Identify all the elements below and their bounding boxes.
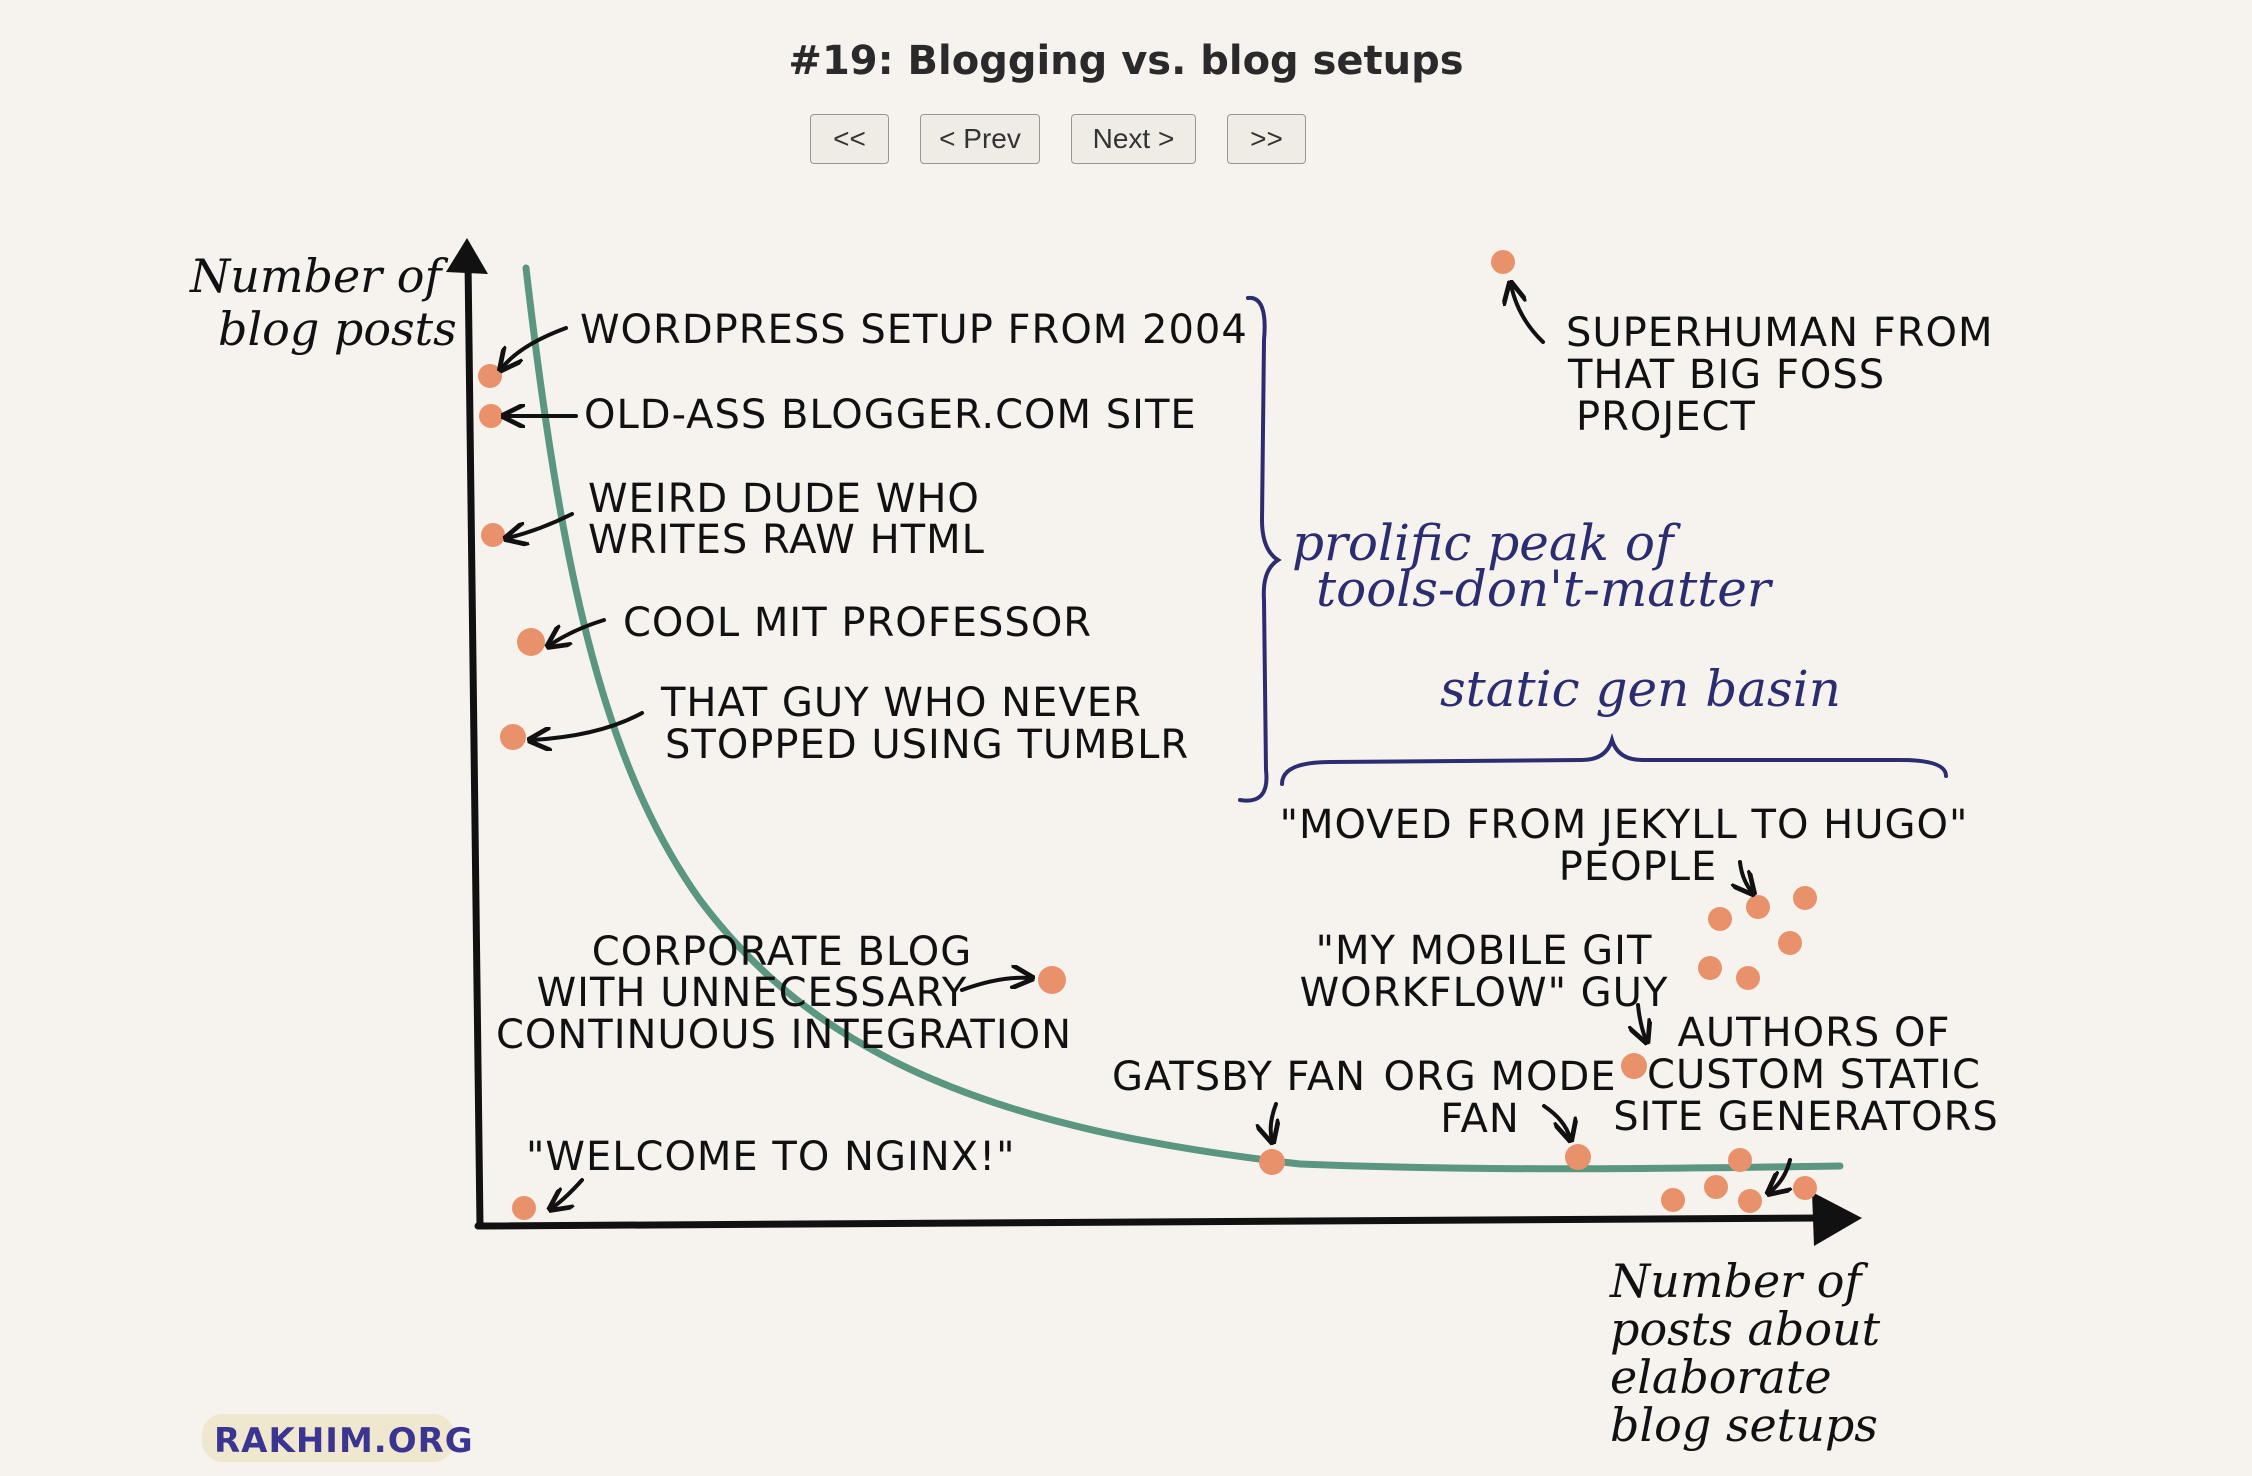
dot-authors [1728,1148,1752,1172]
label-authors: CUSTOM STATIC [1647,1052,1981,1098]
label-mit: COOL MIT PROFESSOR [623,600,1092,646]
x-axis-label: Number of posts about elaborate blog set… [1609,1254,1881,1452]
dot-weird-dude [481,523,505,547]
dot-tumblr [500,724,526,750]
y-axis-label-line: blog posts [218,302,457,356]
next-comic-button[interactable]: Next > [1071,114,1196,164]
annotation-prolific-line: tools-don't-matter [1316,560,1774,618]
label-superhuman: THAT BIG FOSS [1567,352,1885,398]
page-title: #19: Blogging vs. blog setups [788,38,1464,84]
dot-blogger [479,404,503,428]
label-blogger: OLD-ASS BLOGGER.COM SITE [584,392,1197,438]
x-axis-label-line: Number of [1609,1254,1868,1308]
dot-jekyll-hugo [1793,886,1817,910]
label-jekyll-hugo: PEOPLE [1559,844,1718,890]
data-dots [478,250,1817,1220]
label-corporate: CORPORATE BLOG [592,929,972,975]
dot-mit [517,628,545,656]
first-comic-button[interactable]: << [810,114,889,164]
dot-authors [1661,1188,1685,1212]
label-wordpress: WORDPRESS SETUP FROM 2004 [580,307,1248,353]
label-org-mode: FAN [1440,1096,1520,1142]
dot-wordpress [478,364,502,388]
dot-authors [1738,1189,1762,1213]
prev-comic-button[interactable]: < Prev [920,114,1040,164]
pointer-arrows [502,285,1790,1208]
dot-authors [1793,1176,1817,1200]
label-gatsby: GATSBY FAN [1112,1054,1366,1100]
label-mobile-git: "MY MOBILE GIT [1316,928,1653,974]
dot-gatsby [1259,1149,1285,1175]
dot-jekyll-hugo [1708,907,1732,931]
x-axis-label-line: blog setups [1610,1398,1878,1452]
label-jekyll-hugo: "MOVED FROM JEKYLL TO HUGO" [1280,802,1969,848]
annotation-braces: prolific peak of tools-don't-matter stat… [1238,295,1948,803]
dot-org-mode [1565,1144,1591,1170]
label-tumblr: THAT GUY WHO NEVER [660,680,1142,726]
dot-jekyll-hugo [1698,956,1722,980]
label-mobile-git: WORKFLOW" GUY [1300,970,1669,1016]
label-corporate: CONTINUOUS INTEGRATION [496,1012,1072,1058]
label-weird-dude: WEIRD DUDE WHO [588,476,980,522]
label-org-mode: ORG MODE [1383,1054,1616,1100]
label-superhuman: PROJECT [1576,394,1756,440]
dot-jekyll-hugo [1746,895,1770,919]
label-corporate: WITH UNNECESSARY [537,970,968,1016]
point-labels: WORDPRESS SETUP FROM 2004 OLD-ASS BLOGGE… [496,307,1999,1180]
y-axis-label: Number of blog posts [189,249,457,356]
y-axis [446,238,488,1230]
last-comic-button[interactable]: >> [1227,114,1306,164]
label-tumblr: STOPPED USING TUMBLR [665,722,1189,768]
x-axis-label-line: elaborate [1610,1350,1832,1404]
label-superhuman: SUPERHUMAN FROM [1566,310,1994,356]
label-nginx: "WELCOME TO NGINX!" [526,1134,1016,1180]
dot-authors [1704,1175,1728,1199]
dot-jekyll-hugo [1778,931,1802,955]
y-axis-label-line: Number of [189,249,448,303]
dot-mobile-git [1621,1053,1647,1079]
label-authors: AUTHORS OF [1677,1010,1950,1056]
x-axis [474,1192,1862,1246]
dot-superhuman [1491,250,1515,274]
brand-text: RAKHIM.ORG [214,1421,474,1461]
comic-navigation: << < Prev Next > >> [0,114,2252,166]
dot-corporate [1038,966,1066,994]
label-authors: SITE GENERATORS [1613,1094,1999,1140]
annotation-prolific-line: prolific peak of [1292,514,1681,572]
dot-jekyll-hugo [1736,966,1760,990]
brand-mark: RAKHIM.ORG [202,1414,474,1462]
dot-nginx [512,1196,536,1220]
x-axis-label-line: posts about [1610,1302,1881,1356]
annotation-basin: static gen basin [1440,660,1841,718]
label-weird-dude: WRITES RAW HTML [588,517,985,563]
